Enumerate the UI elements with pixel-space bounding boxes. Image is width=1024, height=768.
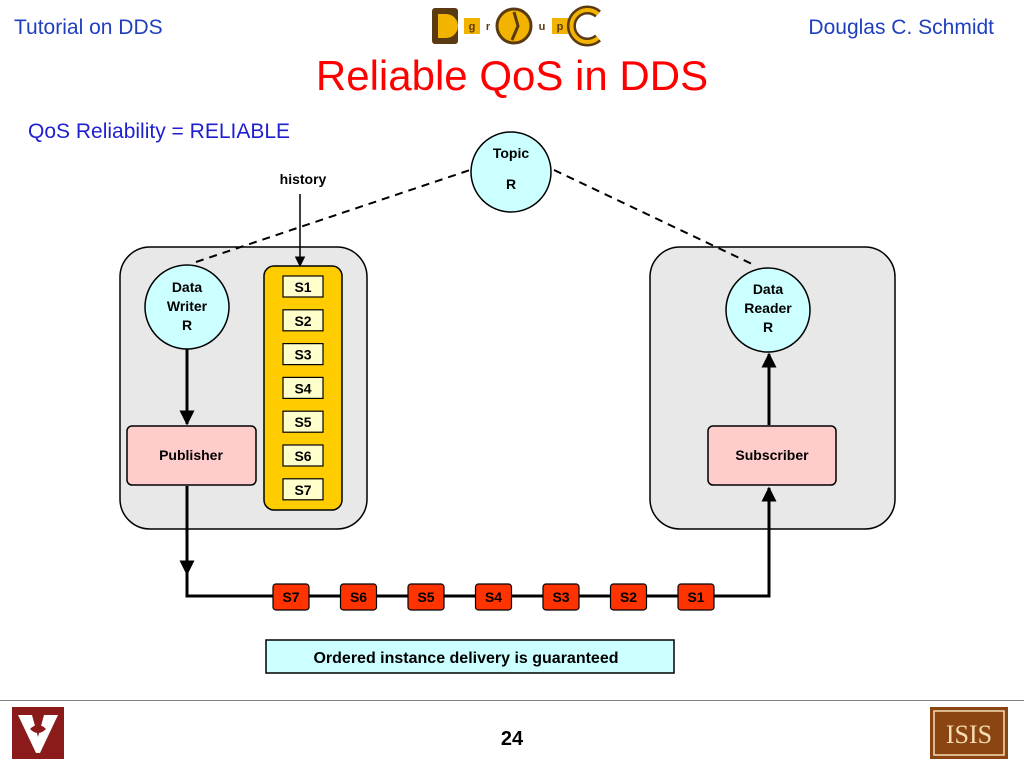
history-sample-label: S1	[294, 279, 311, 295]
publisher-label: Publisher	[159, 447, 223, 463]
slide-title: Reliable QoS in DDS	[315, 52, 709, 99]
history-sample-label: S3	[294, 347, 311, 363]
wire-sample-box	[339, 583, 378, 611]
writer-topic-dashed-link	[195, 169, 471, 263]
history-sample-box	[282, 376, 324, 399]
topic-label: Topic	[493, 145, 530, 161]
wire-sample-label: S7	[282, 589, 299, 605]
wire-sample-label: S6	[350, 589, 367, 605]
history-sample-label: S4	[294, 380, 311, 396]
isis-logo-frame	[933, 710, 1005, 756]
footer-divider	[0, 700, 1024, 701]
wire-sample-box	[542, 583, 580, 611]
vu-logo-oak-leaf	[30, 725, 46, 733]
data-writer-label-line1: Data	[172, 279, 203, 295]
wire-sample-label: S3	[552, 589, 569, 605]
topic-qos-label: R	[506, 176, 516, 192]
doc-logo-g-tile	[464, 18, 480, 34]
history-sample-box	[282, 343, 324, 366]
doc-logo-u: u	[539, 21, 546, 33]
wire-sample-box	[609, 583, 648, 611]
wire-samples: S7 S6 S5 S4 S3 S2 S1	[272, 583, 715, 611]
doc-logo-d-shape	[438, 14, 458, 38]
header-author: Douglas C. Schmidt	[808, 16, 994, 39]
wire-sample-box	[677, 583, 715, 611]
wire-sample-box	[407, 583, 445, 611]
history-sample-box	[282, 410, 324, 433]
history-sample-box	[282, 275, 324, 298]
page-number: 24	[500, 728, 524, 750]
history-label: history	[280, 171, 327, 187]
wire-sample-label: S2	[620, 589, 637, 605]
doc-logo-o-ring	[495, 7, 533, 45]
slide-subtitle: QoS Reliability = RELIABLE	[28, 120, 291, 143]
data-writer-qos-label: R	[182, 317, 192, 333]
doc-logo-g: g	[469, 21, 476, 33]
subscriber-box	[707, 425, 837, 486]
history-sample-box	[282, 478, 324, 501]
wire-sample-label: S5	[417, 589, 434, 605]
doc-logo-p-tile	[552, 18, 568, 34]
reliable-qos-diagram: Topic R history Data Writer R Data Reade…	[119, 131, 896, 674]
isis-logo-background	[930, 707, 1008, 759]
doc-logo-r: r	[486, 21, 491, 33]
doc-logo-c-inner	[569, 8, 600, 44]
topic-circle	[470, 131, 552, 213]
data-writer-label-line2: Writer	[167, 298, 208, 314]
reader-topic-dashed-link	[553, 169, 753, 265]
isis-logo-text: ISIS	[946, 720, 992, 749]
delivery-guarantee-note	[265, 639, 675, 674]
history-sample-label: S2	[294, 313, 311, 329]
history-sample-label: S7	[294, 482, 311, 498]
data-reader-qos-label: R	[763, 319, 773, 335]
history-sample-label: S5	[294, 414, 311, 430]
header-course-title: Tutorial on DDS	[14, 16, 163, 39]
wire-sample-label: S4	[485, 589, 502, 605]
wire-sample-label: S1	[687, 589, 704, 605]
wire-sample-box	[272, 583, 310, 611]
history-sample-box	[282, 444, 324, 467]
vanderbilt-logo	[12, 707, 64, 759]
subscriber-label: Subscriber	[735, 447, 809, 463]
history-sample-box	[282, 309, 324, 332]
vu-logo-v-shape	[18, 715, 58, 753]
doc-group-logo: g r u p	[432, 5, 601, 47]
data-reader-label-line2: Reader	[744, 300, 792, 316]
history-sample-label: S6	[294, 448, 311, 464]
data-reader-label-line1: Data	[753, 281, 784, 297]
delivery-guarantee-note-text: Ordered instance delivery is guaranteed	[313, 650, 618, 667]
doc-logo-p: p	[557, 21, 564, 33]
wire-sample-box	[474, 583, 513, 611]
doc-logo-o-slash	[510, 11, 520, 41]
isis-logo: ISIS	[930, 707, 1008, 759]
data-reader-circle	[725, 267, 811, 353]
publisher-box	[126, 425, 257, 486]
